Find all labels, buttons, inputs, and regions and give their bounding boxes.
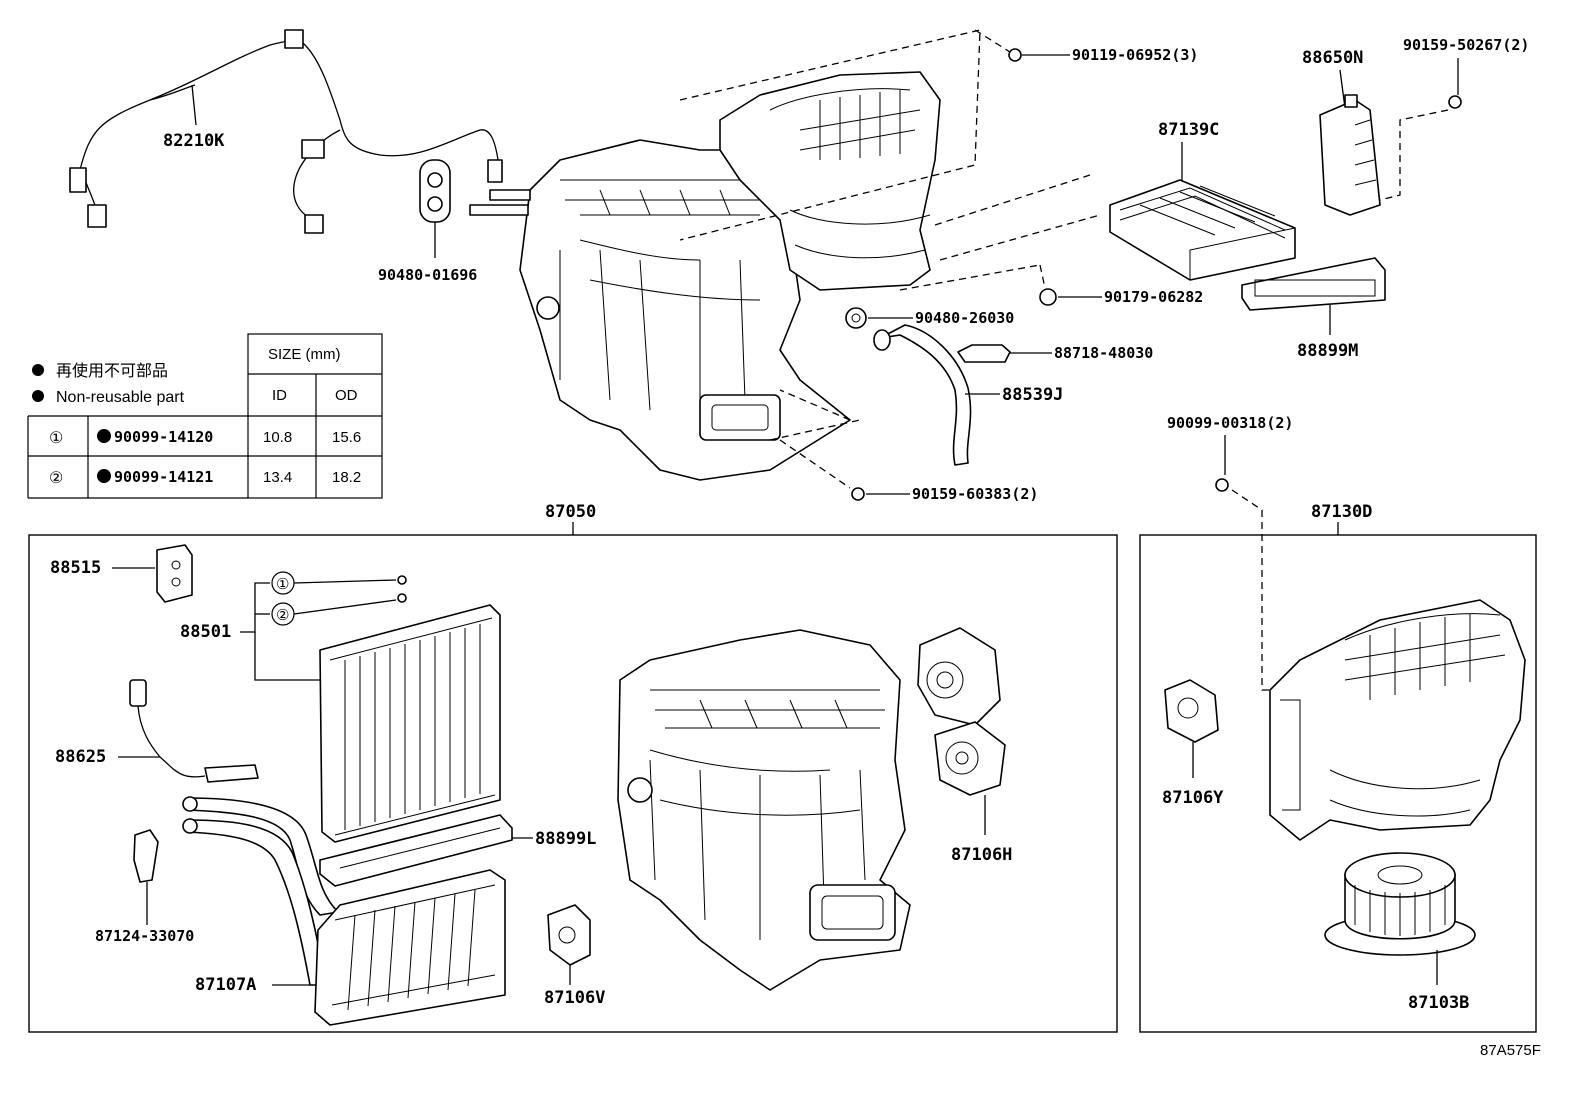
hvac-case-assembly-upper (519, 139, 851, 481)
row1-od: 15.6 (332, 429, 361, 446)
size-header: SIZE (mm) (268, 346, 341, 363)
label-87139c: 87139C (1158, 120, 1219, 140)
row2-part: 90099-14121 (114, 468, 213, 486)
label-87106v: 87106V (544, 988, 605, 1008)
size-table: SIZE (mm) ID OD ① 90099-14120 10.8 15.6 … (27, 333, 383, 499)
label-88718-48030: 88718-48030 (1054, 344, 1153, 362)
label-90119-06952: 90119-06952(3) (1072, 46, 1198, 64)
legend-line-jp: 再使用不可部品 (56, 362, 168, 380)
label-90179-06282: 90179-06282 (1104, 288, 1203, 306)
label-87050: 87050 (545, 502, 596, 522)
screw-90159-60383 (851, 487, 865, 501)
row2-od: 18.2 (332, 469, 361, 486)
label-90159-60383: 90159-60383(2) (912, 485, 1038, 503)
label-90159-50267: 90159-50267(2) (1403, 36, 1529, 54)
label-88899l: 88899L (535, 829, 596, 849)
label-90099-00318: 90099-00318(2) (1167, 414, 1293, 432)
seal-88899l (319, 814, 513, 887)
screw-90119-06952 (1008, 48, 1022, 62)
label-87106y: 87106Y (1162, 788, 1224, 808)
blower-case-upper (469, 71, 941, 291)
box-87130d (1139, 534, 1537, 1033)
row2-id: 13.4 (263, 469, 292, 486)
row1-id: 10.8 (263, 429, 292, 446)
screw-90159-50267 (1448, 95, 1462, 109)
label-87107a: 87107A (195, 975, 256, 995)
label-90480-26030: 90480-26030 (915, 309, 1014, 327)
heater-core-87107a (182, 796, 506, 1026)
label-87106h: 87106H (951, 845, 1012, 865)
bullet-icon (97, 469, 111, 483)
servo-motor-87106v (547, 904, 591, 966)
sensor-88718-48030 (957, 344, 1011, 363)
label-88899m: 88899M (1297, 341, 1358, 361)
servo-motor-87106y (1164, 679, 1219, 743)
evaporator-core-88501 (319, 604, 501, 843)
drain-hose-88539j (873, 324, 972, 466)
label-88539j: 88539J (1002, 385, 1063, 405)
cover-88899m (1241, 257, 1386, 311)
blower-unit-87130d (1269, 599, 1526, 841)
row1-part: 90099-14120 (114, 428, 213, 446)
temperature-sensor-88625 (129, 679, 259, 783)
air-filter-87139c (1109, 179, 1296, 281)
oring-1-key: ① (276, 576, 289, 593)
label-87130d: 87130D (1311, 502, 1372, 522)
servo-motor-87106h (917, 627, 1006, 796)
diagram-id: 87A575F (1480, 1042, 1541, 1059)
label-87124-33070: 87124-33070 (95, 927, 194, 945)
screw-90099-00318 (1215, 478, 1229, 492)
label-90480-01696: 90480-01696 (378, 266, 477, 284)
label-88625: 88625 (55, 747, 106, 767)
label-88515: 88515 (50, 558, 101, 578)
nut-90179-06282 (1039, 288, 1057, 306)
hvac-case-87050 (617, 629, 911, 991)
label-88650n: 88650N (1302, 48, 1363, 68)
bullet-icon (97, 429, 111, 443)
blower-motor-87103b (1324, 852, 1476, 956)
label-82210k: 82210K (163, 131, 225, 151)
col-od-header: OD (335, 387, 358, 404)
grommet-90480-26030 (845, 307, 867, 329)
label-88501: 88501 (180, 622, 231, 642)
clamp-87124-33070 (133, 829, 159, 883)
row2-key: ② (49, 470, 63, 487)
oring-2-key: ② (276, 607, 289, 624)
box-87050 (28, 534, 1118, 1033)
label-87103b: 87103B (1408, 993, 1469, 1013)
bullet-icon (32, 364, 44, 376)
bullet-icon (32, 390, 44, 402)
legend-line-en: Non-reusable part (56, 389, 185, 406)
expansion-valve-88515 (156, 544, 193, 603)
row1-key: ① (49, 430, 63, 447)
legend-nonreusable: 再使用不可部品 Non-reusable part (32, 362, 185, 406)
control-module-88650n (1319, 94, 1381, 216)
col-id-header: ID (272, 387, 287, 404)
wire-harness-82210k (69, 29, 503, 234)
grommet-90480-01696 (419, 159, 451, 223)
